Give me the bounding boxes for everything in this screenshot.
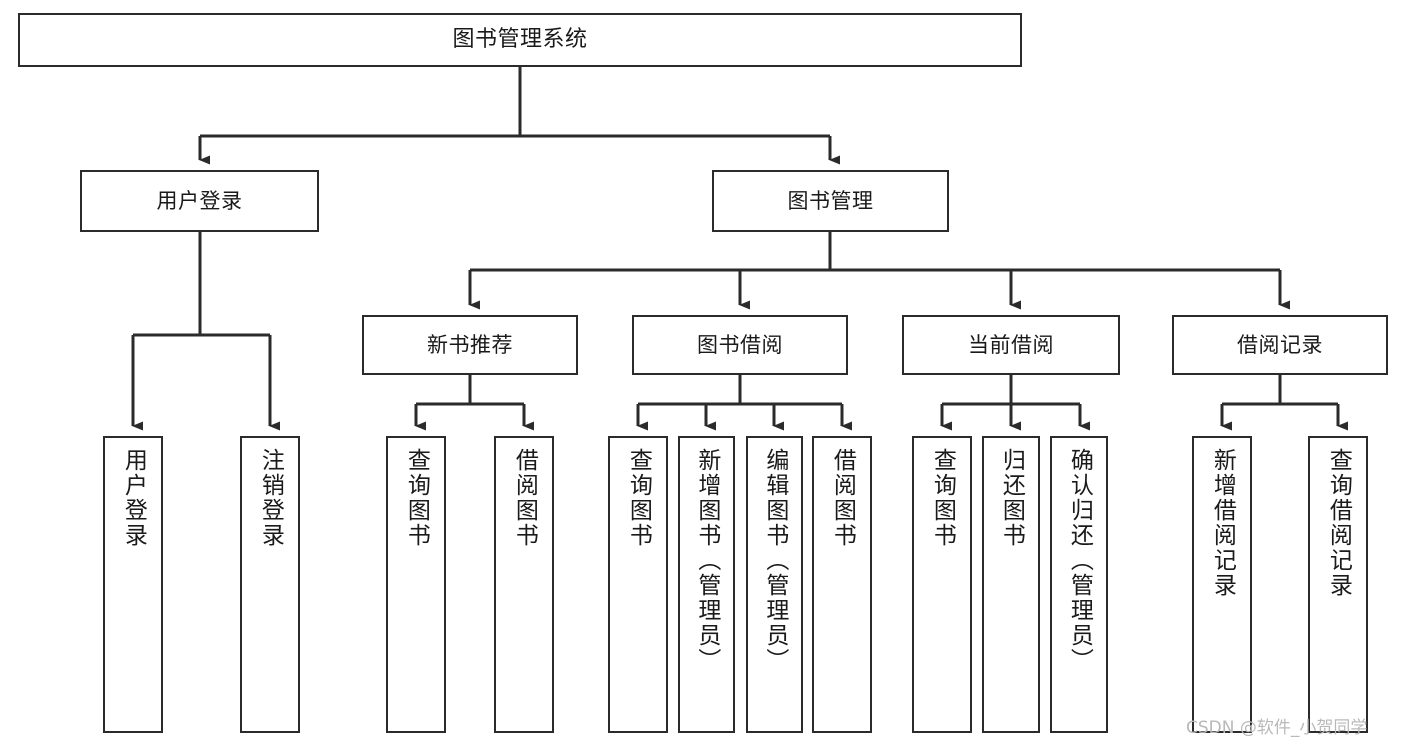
- node-label: 用户登录: [156, 188, 243, 213]
- node-label: 图书管理系统: [452, 27, 588, 52]
- leaf-new-book-borrow-book[interactable]: 借阅图书: [494, 436, 554, 733]
- node-label: 新书推荐: [427, 332, 513, 357]
- node-root-book-management-system[interactable]: 图书管理系统: [18, 13, 1022, 67]
- node-new-book-recommend[interactable]: 新书推荐: [362, 315, 578, 375]
- leaf-current-borrow-query-book[interactable]: 查询图书: [912, 436, 972, 733]
- node-label: 归还图书: [998, 448, 1025, 548]
- node-book-borrow[interactable]: 图书借阅: [632, 315, 848, 375]
- node-label: 借阅图书: [829, 448, 856, 548]
- node-label: 查询图书: [625, 448, 652, 548]
- node-label: 查询图书: [929, 448, 956, 548]
- leaf-book-borrow-borrow-book[interactable]: 借阅图书: [812, 436, 872, 733]
- leaf-book-borrow-edit-book-admin[interactable]: 编辑图书（管理员）: [746, 436, 803, 733]
- node-book-management[interactable]: 图书管理: [712, 170, 949, 232]
- node-label: 查询图书: [403, 448, 430, 548]
- leaf-book-borrow-add-book-admin[interactable]: 新增图书（管理员）: [678, 436, 735, 733]
- watermark: CSDN @软件_小贺同学: [1186, 718, 1368, 738]
- leaf-user-login-login[interactable]: 用户登录: [103, 436, 163, 733]
- node-borrow-record[interactable]: 借阅记录: [1172, 315, 1388, 375]
- node-label: 编辑图书（管理员）: [761, 448, 788, 673]
- leaf-borrow-record-add-record[interactable]: 新增借阅记录: [1192, 436, 1252, 733]
- node-label: 图书管理: [787, 188, 874, 213]
- leaf-new-book-query-book[interactable]: 查询图书: [386, 436, 446, 733]
- node-label: 确认归还（管理员）: [1066, 448, 1093, 673]
- node-label: 查询借阅记录: [1325, 448, 1352, 598]
- leaf-current-borrow-return-book[interactable]: 归还图书: [982, 436, 1040, 733]
- node-user-login[interactable]: 用户登录: [80, 170, 319, 232]
- node-label: 注销登录: [257, 448, 284, 548]
- leaf-book-borrow-query-book[interactable]: 查询图书: [608, 436, 668, 733]
- leaf-user-login-logout[interactable]: 注销登录: [240, 436, 300, 733]
- node-current-borrow[interactable]: 当前借阅: [902, 315, 1120, 375]
- node-label: 新增图书（管理员）: [693, 448, 720, 673]
- node-label: 借阅图书: [511, 448, 538, 548]
- node-label: 当前借阅: [968, 332, 1054, 357]
- node-label: 借阅记录: [1237, 332, 1323, 357]
- leaf-borrow-record-query-record[interactable]: 查询借阅记录: [1308, 436, 1368, 733]
- node-label: 图书借阅: [697, 332, 783, 357]
- node-label: 用户登录: [120, 448, 147, 548]
- leaf-current-borrow-confirm-return-admin[interactable]: 确认归还（管理员）: [1050, 436, 1108, 733]
- node-label: 新增借阅记录: [1209, 448, 1236, 598]
